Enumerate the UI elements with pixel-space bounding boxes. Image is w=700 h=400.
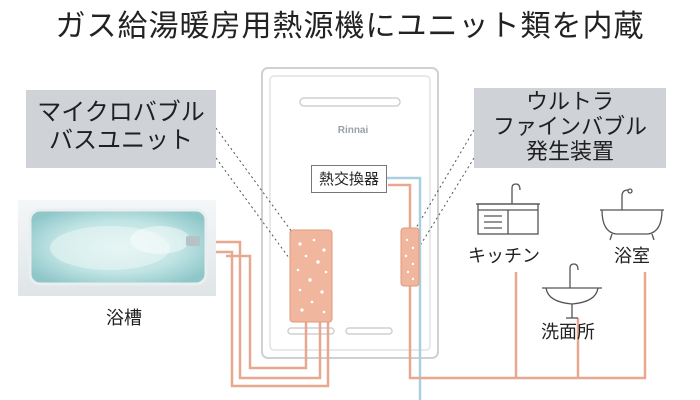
ultra-fine-callout-line-3: 発生装置	[525, 140, 614, 165]
micro-bubble-callout-line-1: マイクロバブル	[37, 98, 205, 126]
bathroom-label: 浴室	[614, 246, 650, 267]
washbasin-icon	[542, 263, 602, 319]
micro-bubble-callout-line-2: バスユニット	[49, 126, 193, 154]
ultra-fine-callout-line-1: ウルトラ	[525, 90, 614, 115]
bathtub-image	[18, 200, 216, 296]
bathtub-icon	[600, 188, 664, 241]
micro-bubble-unit	[289, 229, 333, 323]
water-heater-unit	[261, 67, 439, 359]
kitchen-label: キッチン	[468, 246, 540, 267]
cold-water-pipe	[380, 176, 422, 400]
ultra-fine-bubble-callout: ウルトラ ファインバブル 発生装置	[474, 88, 666, 168]
brand-logo: Rinnai	[337, 125, 369, 136]
washstand-label: 洗面所	[541, 322, 595, 343]
heat-exchanger-label: 熱交換器	[311, 165, 387, 193]
ultra-fine-bubble-unit	[400, 227, 420, 287]
hot-water-pipes	[216, 183, 647, 388]
micro-bubble-callout: マイクロバブル バスユニット	[26, 90, 216, 168]
kitchen-sink-icon	[476, 183, 540, 235]
page-title: ガス給湯暖房用熱源機にユニット類を内蔵	[55, 9, 645, 44]
bathtub-label: 浴槽	[106, 308, 142, 329]
ultra-fine-callout-line-2: ファインバブル	[492, 115, 647, 140]
